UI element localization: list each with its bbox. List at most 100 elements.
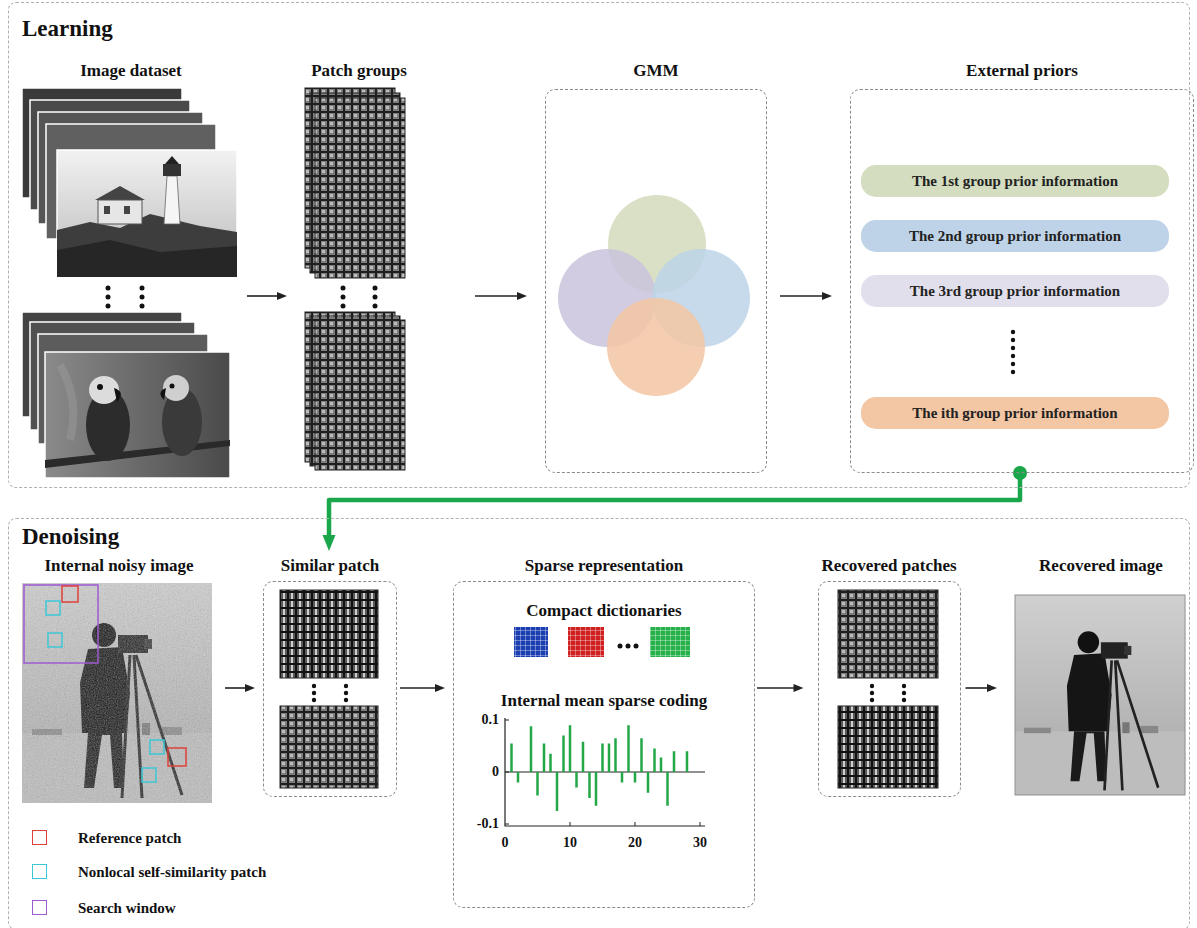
ellipsis-dots	[373, 295, 378, 300]
dictionary-atoms	[626, 644, 631, 649]
column-heading: Recovered image	[1007, 554, 1195, 578]
connector-line	[757, 687, 796, 689]
parrots-photo	[45, 440, 230, 468]
ellipsis-dots	[373, 286, 378, 291]
arrowhead	[822, 292, 832, 300]
column-heading: Image dataset	[15, 59, 247, 83]
lighthouse-photo	[95, 186, 145, 200]
dictionary-atoms	[650, 627, 690, 657]
prior-label: The 2nd group prior information	[909, 226, 1121, 246]
noisy-image-group: Internal noisy image	[15, 554, 223, 809]
connector-line	[780, 295, 824, 297]
legend-swatch	[32, 900, 47, 915]
ellipsis-dots	[344, 691, 348, 695]
prior-label: The 1st group prior information	[912, 171, 1118, 191]
ellipsis-dots	[312, 684, 316, 688]
ellipsis-dots	[106, 304, 111, 309]
axis-tick-label: 0	[502, 835, 509, 851]
flow-arrow	[247, 292, 287, 300]
legend-label: Reference patch	[78, 829, 181, 847]
connector-line	[475, 295, 519, 297]
dictionary-atoms	[650, 627, 690, 657]
ellipsis-dots	[344, 698, 348, 702]
gmm-circles	[607, 298, 705, 396]
lighthouse-photo	[57, 150, 237, 277]
ellipsis-dots	[1011, 370, 1015, 374]
prior-label: The 3rd group prior information	[910, 281, 1120, 301]
recovered-patches-box: Recovered patches	[818, 554, 961, 797]
recovered-image	[1015, 595, 1185, 795]
axis-tick-label: 20	[628, 835, 642, 851]
dashed-frame	[263, 581, 397, 797]
sparse-code-chart	[512, 725, 688, 811]
recovered-image-group: Recovered image	[1007, 554, 1195, 799]
sparse-code-chart	[505, 718, 705, 826]
ellipsis-dots	[140, 304, 145, 309]
connector-line	[400, 687, 437, 689]
ellipsis-dots	[312, 691, 316, 695]
lighthouse-photo	[104, 206, 110, 214]
legend-swatch	[32, 830, 47, 845]
patch-grid	[280, 590, 378, 678]
ellipsis-dots	[341, 295, 346, 300]
arrowhead	[435, 684, 445, 692]
axis-tick-label: 0.1	[482, 712, 500, 728]
dashed-frame	[818, 581, 961, 797]
noisy-image	[142, 768, 156, 782]
ellipsis-dots	[1011, 354, 1015, 358]
column-heading: Recovered patches	[818, 554, 961, 578]
connector-dot	[1013, 466, 1027, 480]
flow-arrow	[757, 684, 804, 692]
legend-swatch	[32, 864, 47, 879]
learning-panel: LearningImage datasetPatch groupsGMMExte…	[8, 2, 1190, 488]
column-heading: Patch groups	[293, 59, 425, 83]
ellipsis-dots	[106, 295, 111, 300]
connector-line	[966, 687, 990, 689]
ellipsis-dots	[106, 286, 111, 291]
flow-arrow	[780, 292, 832, 300]
parrots-photo	[163, 375, 189, 401]
lighthouse-photo	[165, 156, 179, 164]
dictionary-atoms	[514, 627, 548, 657]
parrots-photo	[114, 388, 121, 402]
noisy-image	[62, 586, 78, 602]
arrowhead	[794, 684, 804, 692]
sparse-code-chart	[505, 718, 705, 826]
lighthouse-photo	[57, 150, 237, 277]
column-heading: GMM	[545, 59, 767, 83]
legend-label: Nonlocal self-similarity patch	[78, 863, 266, 881]
arrowhead	[517, 292, 527, 300]
ellipsis-dots	[106, 286, 145, 309]
ellipsis-dots	[902, 684, 906, 688]
noisy-image	[150, 740, 164, 754]
ellipsis-dots	[341, 286, 378, 309]
sub-heading: Compact dictionaries	[453, 600, 755, 622]
noisy-image	[48, 633, 62, 647]
arrowhead	[323, 535, 336, 551]
noisy-image	[22, 583, 212, 803]
image-dataset-group: Image dataset	[15, 59, 247, 483]
ellipsis-dots	[344, 684, 348, 688]
legend-label: Search window	[78, 899, 176, 917]
ellipsis-dots	[373, 304, 378, 309]
dashed-frame	[453, 581, 755, 908]
ellipsis-dots	[341, 304, 346, 309]
parrots-photo	[45, 352, 230, 478]
prior-pill: The 2nd group prior information	[861, 220, 1169, 252]
axis-tick-label: 0	[492, 764, 499, 780]
noisy-image	[24, 585, 98, 663]
panel-title: Denoising	[9, 519, 1189, 551]
lighthouse-photo	[57, 214, 237, 277]
recovered-image	[1015, 595, 1185, 795]
dictionary-atoms	[568, 627, 604, 657]
ellipsis-dots	[902, 698, 906, 702]
noisy-image	[168, 748, 186, 766]
connector-line	[329, 473, 1020, 538]
parrots-photo	[160, 388, 166, 400]
lighthouse-photo	[163, 164, 181, 176]
dictionary-atoms	[514, 627, 690, 657]
flow-arrow	[225, 684, 255, 692]
connector-line	[225, 687, 247, 689]
lighthouse-photo	[124, 206, 130, 214]
